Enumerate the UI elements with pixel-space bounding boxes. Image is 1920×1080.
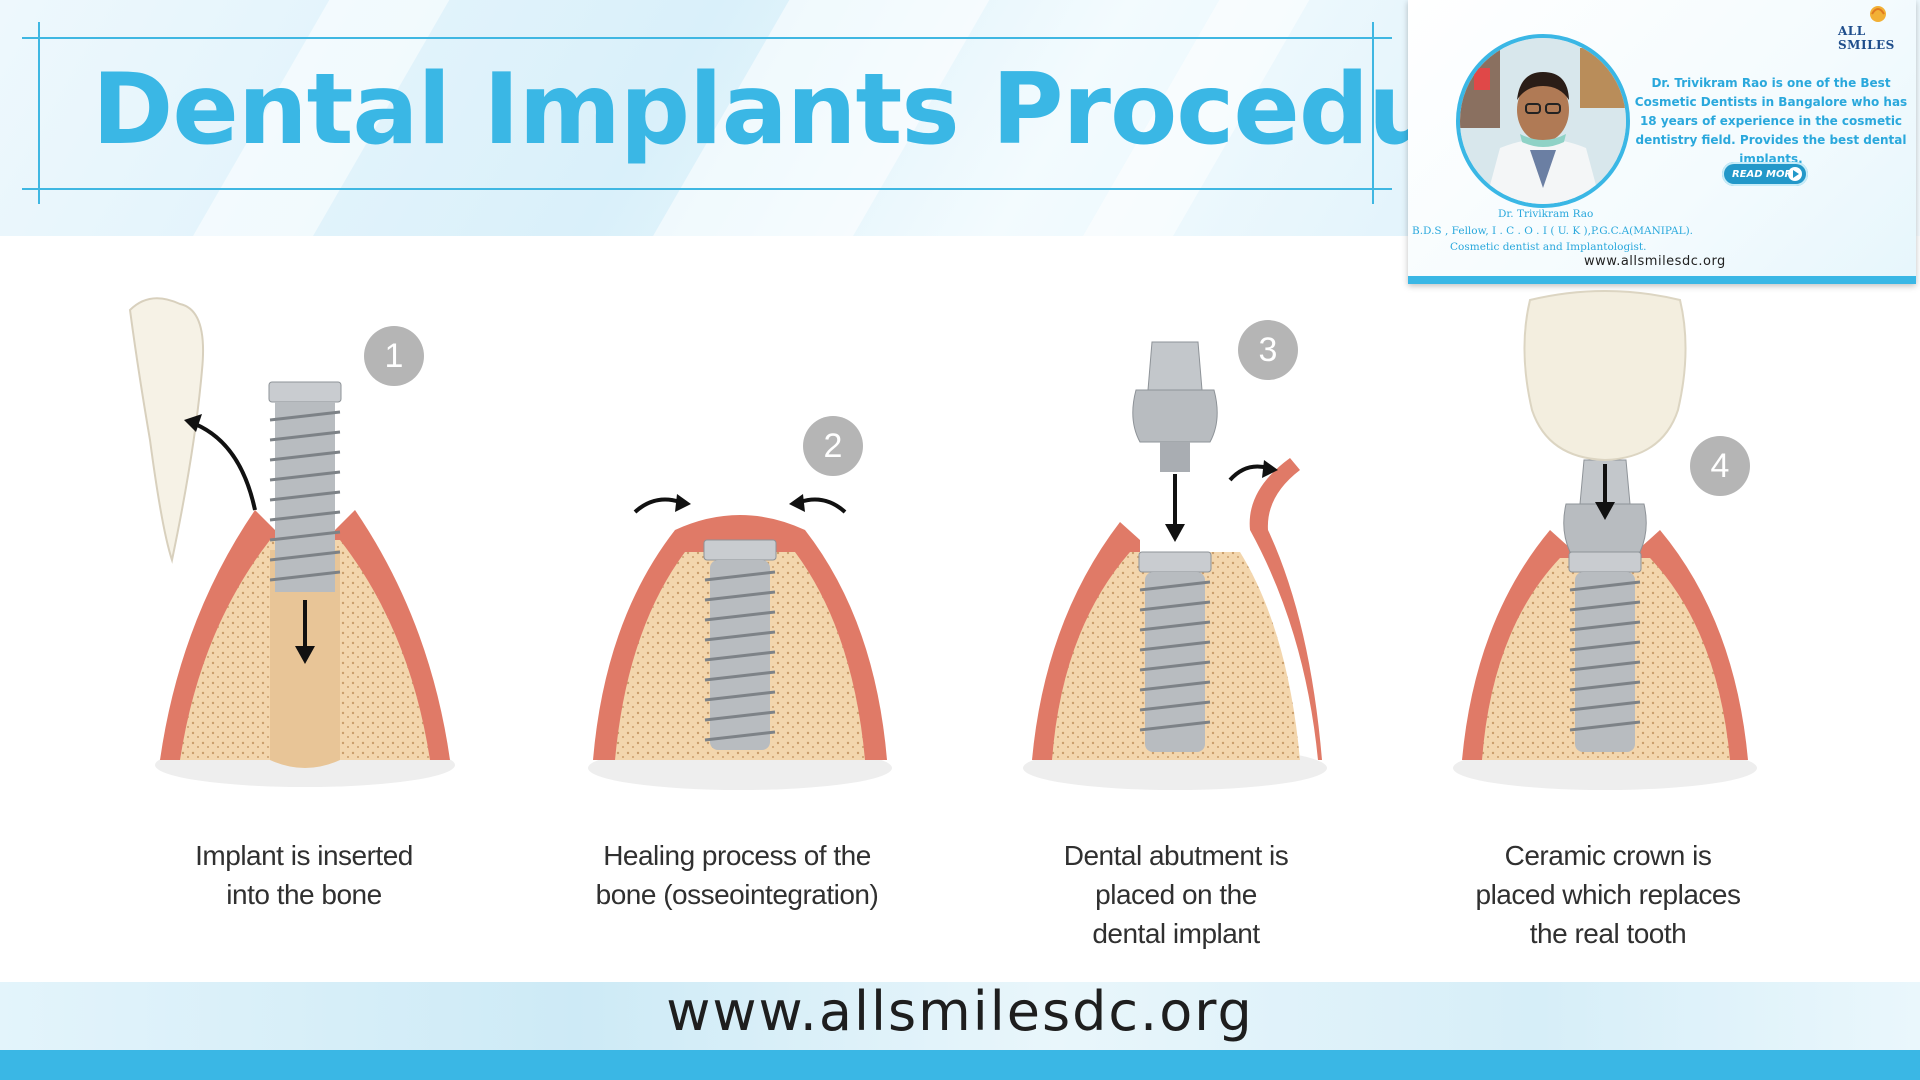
title-frame-line bbox=[22, 188, 1392, 190]
caption-line: Dental abutment is bbox=[1063, 840, 1289, 871]
page-title: Dental Implants Procedure bbox=[92, 53, 1551, 167]
title-frame-line bbox=[38, 22, 40, 204]
step-3-illustration bbox=[1023, 341, 1327, 790]
caption-line: Healing process of the bbox=[603, 840, 871, 871]
caption-line: the real tooth bbox=[1529, 918, 1687, 949]
play-icon bbox=[1788, 167, 1802, 181]
caption-line: bone (osseointegration) bbox=[595, 879, 879, 910]
title-frame-line bbox=[1372, 22, 1374, 204]
doctor-photo bbox=[1456, 34, 1630, 208]
card-website-url[interactable]: www.allsmilesdc.org bbox=[1584, 254, 1726, 269]
doctor-profile-card: ALL SMILES Dr. Trivikram Rao is one of t… bbox=[1408, 0, 1916, 284]
implant-screw bbox=[1569, 572, 1641, 752]
doctor-name: Dr. Trivikram Rao bbox=[1498, 208, 1594, 220]
card-accent-bar bbox=[1408, 276, 1916, 284]
step-number-badge: 4 bbox=[1690, 436, 1750, 496]
step-caption: Ceramic crown is placed which replaces t… bbox=[1428, 836, 1788, 953]
step-number-badge: 3 bbox=[1238, 320, 1298, 380]
read-more-button[interactable]: READ MORE bbox=[1722, 162, 1808, 186]
all-smiles-logo bbox=[1870, 6, 1886, 22]
ceramic-crown bbox=[1523, 290, 1687, 462]
footer-website-url[interactable]: www.allsmilesdc.org bbox=[666, 980, 1254, 1043]
implant-screw bbox=[269, 402, 341, 592]
step-number-badge: 1 bbox=[364, 326, 424, 386]
step-4: 4 Ceramic crown is placed which replaces… bbox=[1380, 290, 1840, 949]
caption-line: placed which replaces bbox=[1475, 879, 1742, 910]
caption-line: placed on the bbox=[1095, 879, 1257, 910]
implant-screw bbox=[1139, 572, 1211, 752]
step-1-illustration bbox=[128, 297, 455, 787]
step-2-illustration bbox=[588, 494, 892, 790]
doctor-qualifications: B.D.S , Fellow, I . C . O . I ( U. K ),P… bbox=[1412, 225, 1694, 237]
doctor-portrait-image bbox=[1460, 38, 1626, 204]
footer-accent-strip bbox=[0, 1050, 1920, 1080]
step-2: 2 Healing process of the bone (osseointe… bbox=[515, 290, 975, 910]
doctor-blurb: Dr. Trivikram Rao is one of the Best Cos… bbox=[1634, 76, 1908, 166]
logo-text: ALL SMILES bbox=[1838, 24, 1895, 52]
caption-line: into the bone bbox=[226, 879, 382, 910]
implant-screw bbox=[704, 560, 776, 750]
caption-line: Ceramic crown is bbox=[1504, 840, 1712, 871]
step-caption: Healing process of the bone (osseointegr… bbox=[557, 836, 917, 914]
read-more-label: READ MORE bbox=[1732, 168, 1800, 180]
caption-line: dental implant bbox=[1092, 918, 1260, 949]
title-frame-line bbox=[22, 37, 1392, 39]
doctor-role: Cosmetic dentist and Implantologist. bbox=[1450, 241, 1647, 253]
step-1: 1 Implant is inserted into the bone bbox=[80, 290, 540, 910]
step-3: 3 Dental abutment is placed on the denta… bbox=[950, 290, 1410, 949]
abutment bbox=[1563, 459, 1647, 553]
caption-line: Implant is inserted bbox=[195, 840, 413, 871]
step-caption: Implant is inserted into the bone bbox=[124, 836, 484, 914]
step-4-illustration bbox=[1453, 290, 1757, 790]
abutment bbox=[1132, 341, 1218, 472]
step-caption: Dental abutment is placed on the dental … bbox=[996, 836, 1356, 953]
step-number-badge: 2 bbox=[803, 416, 863, 476]
